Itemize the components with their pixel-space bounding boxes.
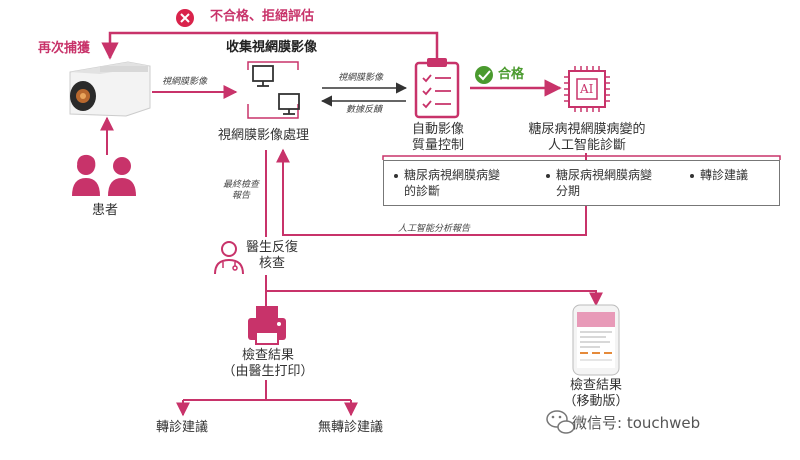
results-bracket xyxy=(382,155,781,160)
ai-results-box: 糖尿病視網膜病變 的診斷 糖尿病視網膜病變 分期 轉診建議 xyxy=(383,160,780,206)
clipboard-icon xyxy=(414,58,460,119)
print-branch-line xyxy=(183,380,351,401)
mobile-phone-icon xyxy=(572,304,620,376)
wechat-icon xyxy=(546,410,575,434)
ai-chip-icon xyxy=(564,66,610,112)
monitor-icon xyxy=(247,61,300,119)
check-icon xyxy=(475,66,493,84)
result-item-diagnosis: 糖尿病視網膜病變 的診斷 xyxy=(394,168,500,199)
no-referral-label: 無轉診建議 xyxy=(318,420,384,435)
ai-report-label: 人工智能分析報告 xyxy=(398,224,471,234)
printer-icon xyxy=(248,306,286,345)
reject-x-icon xyxy=(176,9,194,27)
ai-report-arrow xyxy=(276,148,587,236)
recapture-label: 再次捕獲 xyxy=(38,41,91,56)
doctor-icon xyxy=(214,241,244,275)
mobile-result-label: 檢查結果 （移動版） xyxy=(563,378,629,410)
retinal-camera-icon xyxy=(69,61,151,117)
ai-diagnosis-label: 糖尿病視網膜病變的 人工智能診斷 xyxy=(528,122,646,154)
ai-chip-text: AI xyxy=(580,82,594,96)
patients-icon xyxy=(72,154,136,196)
print-result-label: 檢查結果 （由醫生打印） xyxy=(222,348,314,380)
branch-to-mobile-arrow xyxy=(266,290,603,307)
quality-control-label: 自動影像 質量控制 xyxy=(412,122,465,154)
image-processing-label: 視網膜影像處理 xyxy=(218,128,310,143)
patient-label: 患者 xyxy=(92,203,119,218)
result-item-referral: 轉診建議 xyxy=(690,168,748,184)
watermark: 微信号: touchweb xyxy=(572,414,701,432)
reject-label: 不合格、拒絕評估 xyxy=(210,9,315,24)
data-feedback-label: 數據反饋 xyxy=(346,105,383,115)
pass-label: 合格 xyxy=(498,67,525,82)
reject-loop-arrow xyxy=(101,31,439,62)
retina-image-label: 視網膜影像 xyxy=(162,77,208,87)
referral-label: 轉診建議 xyxy=(156,420,209,435)
retina-image-label-2: 視網膜影像 xyxy=(338,73,384,83)
doctor-review-label: 醫生反復 核查 xyxy=(245,240,298,272)
final-report-label: 最終檢查 報告 xyxy=(222,180,259,202)
collect-title: 收集視網膜影像 xyxy=(226,40,318,55)
result-item-staging: 糖尿病視網膜病變 分期 xyxy=(546,168,652,199)
